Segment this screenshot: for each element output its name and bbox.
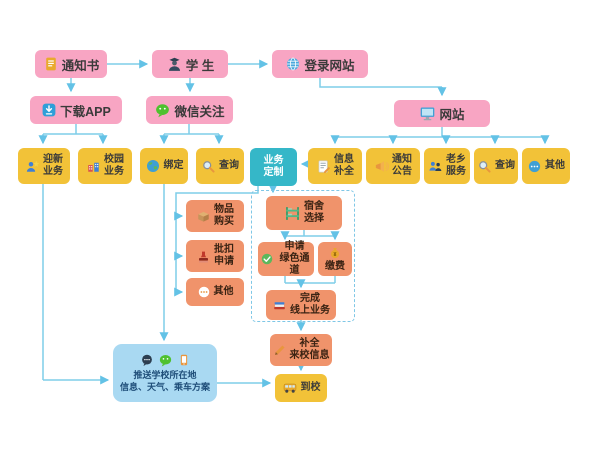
node-arrive-school: 到校	[275, 374, 327, 402]
wechat-icon	[158, 353, 173, 368]
node-label: 微信关注	[174, 104, 225, 119]
node-label: 信息 补全	[334, 154, 354, 177]
node-wechat-follow: 微信关注	[146, 96, 233, 124]
green-check-icon	[260, 252, 274, 266]
magnifier-icon	[477, 159, 492, 174]
node-label: 完成 线上业务	[290, 293, 330, 316]
phone-icon	[177, 353, 191, 367]
dots-icon	[197, 285, 211, 299]
wechat-icon	[154, 102, 171, 119]
node-label: 查询	[495, 160, 515, 172]
node-query-wechat: 查询	[196, 148, 244, 184]
form-pencil-icon	[316, 159, 331, 174]
chat-icon	[140, 353, 154, 367]
node-green-channel: 申请 绿色通道	[258, 241, 314, 276]
node-welcome-service: 迎新 业务	[18, 148, 70, 184]
magnifier-icon	[201, 159, 216, 174]
push-icons	[140, 353, 191, 368]
stamp-icon	[196, 249, 211, 264]
node-label: 登录网站	[304, 58, 355, 73]
node-finish-online: 完成 线上业务	[266, 290, 336, 320]
node-label: 通知书	[61, 58, 100, 73]
node-label: 业务 定制	[263, 155, 284, 178]
node-label: 物品 购买	[214, 204, 234, 227]
building-icon	[86, 159, 101, 174]
pencil-icon	[273, 343, 287, 357]
node-label: 通知 公告	[392, 154, 412, 177]
node-label: 学 生	[185, 58, 215, 73]
node-download-app: 下载APP	[30, 96, 122, 124]
earth-icon	[145, 158, 161, 174]
node-label: 其他	[545, 160, 565, 172]
node-label: 缴费	[325, 260, 345, 272]
node-label: 到校	[300, 382, 321, 394]
node-service-customize: 业务 定制	[250, 148, 297, 186]
horn-icon	[374, 159, 389, 174]
bunk-bed-icon	[284, 205, 301, 222]
node-label: 补全 来校信息	[289, 338, 330, 361]
node-label: 校园 业务	[104, 154, 124, 177]
node-label: 网站	[439, 108, 465, 122]
node-label: 查询	[219, 160, 239, 172]
node-arrival-info: 补全 来校信息	[270, 334, 332, 366]
node-label: 迎新 业务	[43, 154, 63, 177]
node-hometown-service: 老乡 服务	[424, 148, 470, 184]
parcel-box-icon	[196, 209, 211, 224]
node-push-info: 推送学校所在地 信息、天气、乘车方案	[113, 344, 217, 402]
node-query-web: 查询	[474, 148, 518, 184]
dots-icon	[527, 159, 542, 174]
student-icon	[166, 56, 183, 73]
books-icon	[272, 298, 287, 313]
globe-icon	[285, 56, 301, 72]
node-deduction-apply: 批扣 申请	[186, 240, 244, 272]
node-label: 批扣 申请	[214, 244, 234, 267]
node-label: 下载APP	[60, 104, 111, 119]
node-label: 推送学校所在地 信息、天气、乘车方案	[119, 369, 210, 392]
app-download-icon	[41, 102, 57, 118]
node-other-custom: 其他	[186, 278, 244, 306]
money-bag-icon: ¥	[328, 246, 342, 260]
node-dorm-select: 宿舍 选择	[266, 196, 342, 230]
node-campus-service: 校园 业务	[78, 148, 132, 184]
node-label: 宿舍 选择	[304, 201, 324, 224]
node-item-purchase: 物品 购买	[186, 200, 244, 232]
node-label: 老乡 服务	[446, 154, 466, 177]
node-label: 绑定	[163, 160, 184, 172]
document-icon	[43, 56, 59, 72]
node-other-web: 其他	[522, 148, 570, 184]
node-info-complete: 信息 补全	[308, 148, 362, 184]
node-website: 网站	[394, 100, 490, 127]
node-announcements: 通知 公告	[366, 148, 420, 184]
svg-text:¥: ¥	[334, 252, 337, 258]
node-label: 申请 绿色通道	[279, 241, 310, 276]
node-bind: 绑定	[140, 148, 188, 184]
node-login-website: 登录网站	[272, 50, 368, 78]
node-notice-letter: 通知书	[35, 50, 107, 78]
node-label: 其他	[213, 286, 234, 298]
node-student: 学 生	[152, 50, 228, 78]
node-pay-fee: ¥ 缴费	[318, 242, 352, 276]
welcome-person-star-icon	[25, 159, 40, 174]
bus-icon	[282, 380, 298, 396]
monitor-icon	[419, 105, 436, 122]
people-icon	[428, 159, 443, 174]
